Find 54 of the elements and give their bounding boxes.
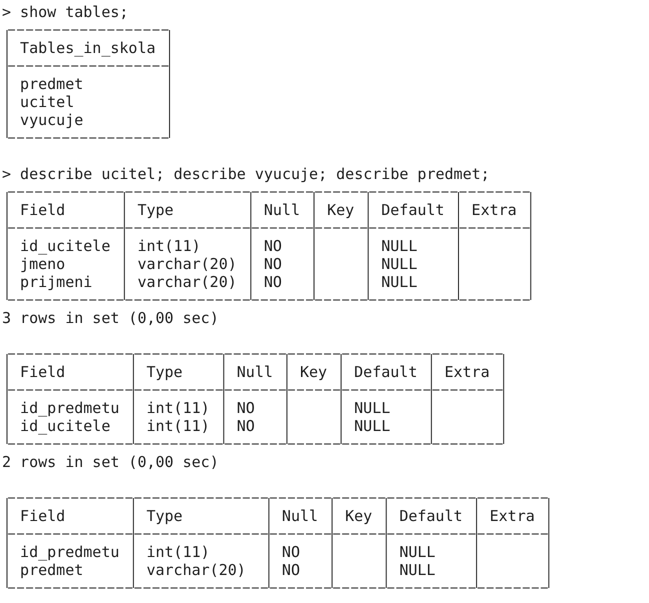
cell-value: varchar(20) xyxy=(146,561,246,579)
status-text: 3 rows in set (0,00 sec) xyxy=(2,309,219,327)
cell-value: NULL xyxy=(381,273,418,291)
column-header: Default xyxy=(354,363,418,381)
column-header: Extra xyxy=(472,201,517,219)
column-header: Key xyxy=(327,201,354,219)
column-header: Extra xyxy=(490,507,535,525)
cell-value: NO xyxy=(236,417,255,435)
column-header: Null xyxy=(236,363,273,381)
column-header: Null xyxy=(282,507,318,525)
status-text: 2 rows in set (0,00 sec) xyxy=(2,453,219,471)
cell-value: varchar(20) xyxy=(137,273,237,291)
cell-value: int(11) xyxy=(137,237,201,255)
column-header: Extra xyxy=(444,363,490,381)
column-header: Field xyxy=(20,507,66,525)
cell-value: NO xyxy=(282,543,300,561)
column-header: Tables_in_skola xyxy=(20,39,156,57)
cell-value: NULL xyxy=(381,237,418,255)
cell-value: varchar(20) xyxy=(137,255,237,273)
column-header: Default xyxy=(399,507,463,525)
cell-value: NO xyxy=(264,237,282,255)
cell-value: int(11) xyxy=(146,399,210,417)
cell-value: id_predmetu xyxy=(20,399,120,417)
column-header: Type xyxy=(146,363,183,381)
column-header: Type xyxy=(137,201,174,219)
cell-value: vyucuje xyxy=(20,111,84,129)
command-text: > show tables; xyxy=(2,3,128,21)
cell-value: id_ucitele xyxy=(20,237,110,255)
cell-value: jmeno xyxy=(20,255,66,273)
cell-value: ucitel xyxy=(20,93,74,111)
column-header: Key xyxy=(345,507,372,525)
column-header: Field xyxy=(20,363,66,381)
cell-value: NULL xyxy=(354,417,390,435)
cell-value: NO xyxy=(264,273,282,291)
cell-value: NO xyxy=(236,399,255,417)
column-header: Default xyxy=(381,201,444,219)
cell-value: prijmeni xyxy=(20,273,92,291)
cell-value: predmet xyxy=(20,75,84,93)
cell-value: NO xyxy=(282,561,300,579)
command-text: > describe ucitel; describe vyucuje; describe predmet; xyxy=(2,165,490,183)
column-header: Null xyxy=(264,201,300,219)
cell-value: NO xyxy=(264,255,282,273)
column-header: Field xyxy=(20,201,66,219)
cell-value: predmet xyxy=(20,561,84,579)
cell-value: int(11) xyxy=(146,417,210,435)
cell-value: NULL xyxy=(381,255,418,273)
cell-value: NULL xyxy=(399,543,436,561)
cell-value: id_predmetu xyxy=(20,543,120,561)
cell-value: id_ucitele xyxy=(20,417,110,435)
cell-value: int(11) xyxy=(146,543,210,561)
cell-value: NULL xyxy=(399,561,436,579)
column-header: Type xyxy=(146,507,183,525)
column-header: Key xyxy=(300,363,328,381)
cell-value: NULL xyxy=(354,399,390,417)
